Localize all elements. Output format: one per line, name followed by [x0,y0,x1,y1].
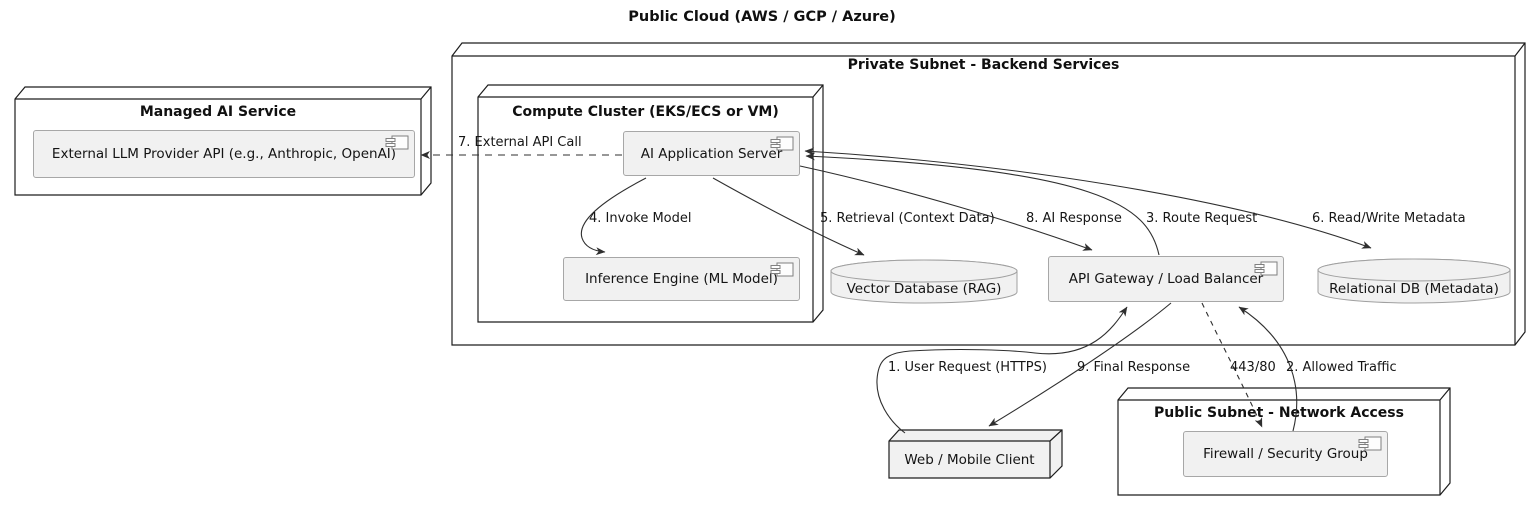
managed-ai-service-title: Managed AI Service [139,104,297,120]
api-gateway-label: API Gateway / Load Balancer [1068,271,1264,287]
ai-application-server-label: AI Application Server [640,145,783,162]
edge-ai-response [799,165,1093,251]
ai-application-server-component: AI Application Server [623,131,800,176]
firewall-label: Firewall / Security Group [1203,446,1368,462]
edge-label-route-request: 3. Route Request [1146,211,1258,226]
component-icon [770,262,794,277]
external-llm-component: External LLM Provider API (e.g., Anthrop… [33,130,415,178]
inference-engine-component: Inference Engine (ML Model) [563,257,800,301]
edge-label-invoke-model: 4. Invoke Model [589,211,692,226]
diagram-title: Public Cloud (AWS / GCP / Azure) [628,9,896,25]
relational-db-label: Relational DB (Metadata) [1329,281,1499,297]
edge-label-user-request: 1. User Request (HTTPS) [888,360,1047,375]
edge-label-port-443-80: 443/80 [1230,360,1276,375]
edge-label-ai-response: 8. AI Response [1026,211,1122,226]
component-icon [1254,261,1278,276]
compute-cluster-title: Compute Cluster (EKS/ECS or VM) [512,104,779,120]
private-subnet-title: Private Subnet - Backend Services [847,57,1120,73]
external-llm-label: External LLM Provider API (e.g., Anthrop… [51,146,397,162]
edge-label-external-api-call: 7. External API Call [458,135,582,150]
component-icon [385,135,409,150]
inference-engine-label: Inference Engine (ML Model) [585,271,778,287]
api-gateway-component: API Gateway / Load Balancer [1048,256,1284,302]
component-icon [1358,436,1382,451]
edge-route-request [805,152,1160,256]
component-icon [770,136,794,151]
edge-label-final-response: 9. Final Response [1077,360,1191,375]
edge-label-retrieval: 5. Retrieval (Context Data) [820,211,995,226]
edge-read-write-metadata [804,147,1372,249]
vector-database-label: Vector Database (RAG) [846,281,1002,297]
edge-label-allowed-traffic: 2. Allowed Traffic [1286,360,1397,375]
firewall-component: Firewall / Security Group [1183,431,1388,477]
public-subnet-title: Public Subnet - Network Access [1154,405,1404,421]
edge-label-read-write-metadata: 6. Read/Write Metadata [1312,211,1466,226]
web-mobile-client-label: Web / Mobile Client [904,451,1035,468]
